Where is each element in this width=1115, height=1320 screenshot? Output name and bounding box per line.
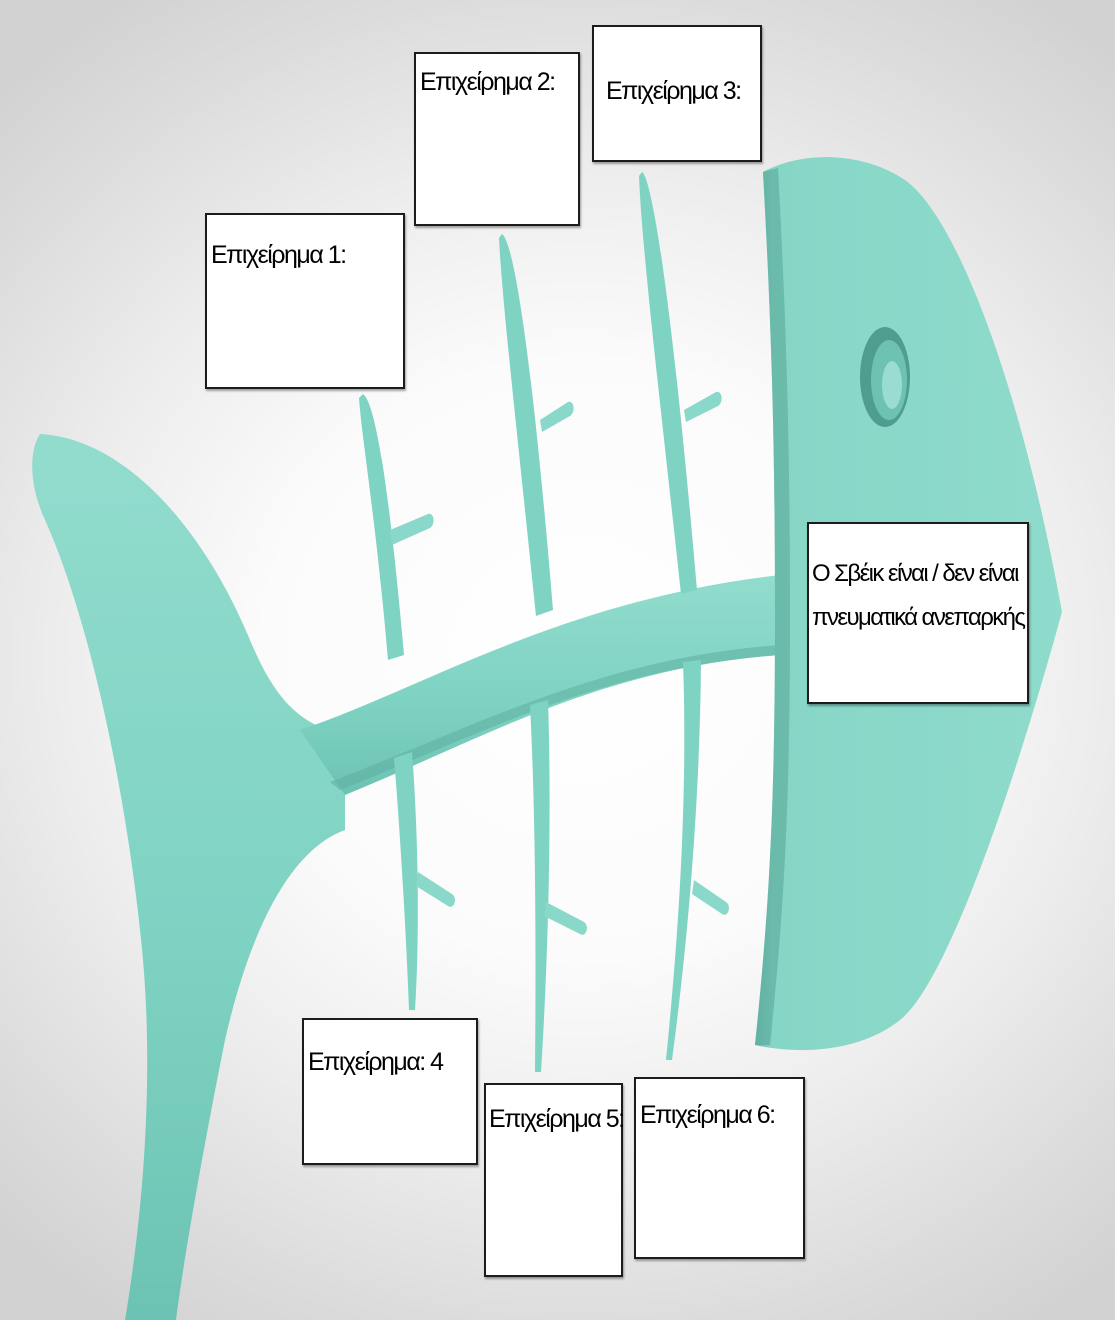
- argument-label-1: Επιχείρημα 1:: [211, 241, 399, 270]
- spur-upper-2: [540, 402, 574, 432]
- rib-lower-2: [530, 700, 550, 1072]
- rib-lower-1: [394, 752, 418, 1010]
- spur-upper-3: [684, 392, 722, 422]
- head-statement-line-2: πνευματικά ανεπαρκής: [812, 596, 1023, 640]
- spur-lower-2: [544, 902, 587, 935]
- spur-upper-1: [390, 514, 434, 545]
- fish-tail: [32, 434, 345, 1320]
- fish-spine: [300, 575, 808, 795]
- argument-box-1[interactable]: Επιχείρημα 1:: [205, 213, 405, 389]
- argument-box-2[interactable]: Επιχείρημα 2:: [414, 52, 580, 226]
- head-statement-line-1: Ο Σβέικ είναι / δεν είναι: [812, 552, 1023, 596]
- argument-label-2: Επιχείρημα 2:: [420, 68, 574, 97]
- head-statement-box[interactable]: Ο Σβέικ είναι / δεν είναι πνευματικά ανε…: [807, 522, 1029, 704]
- argument-label-6: Επιχείρημα 6:: [640, 1101, 799, 1130]
- argument-label-4: Επιχείρημα: 4: [308, 1048, 472, 1077]
- argument-box-4[interactable]: Επιχείρημα: 4: [302, 1018, 478, 1165]
- rib-upper-3: [639, 172, 697, 594]
- argument-box-6[interactable]: Επιχείρημα 6:: [634, 1077, 805, 1259]
- argument-box-3[interactable]: Επιχείρημα 3:: [592, 25, 762, 162]
- fish-eye-icon: [860, 327, 910, 427]
- rib-lower-3: [666, 660, 701, 1060]
- argument-label-3: Επιχείρημα 3:: [606, 77, 756, 106]
- argument-box-5[interactable]: Επιχείρημα 5:: [484, 1083, 623, 1277]
- spur-lower-3: [692, 880, 729, 915]
- spur-lower-1: [416, 872, 455, 907]
- argument-label-5: Επιχείρημα 5:: [489, 1105, 617, 1134]
